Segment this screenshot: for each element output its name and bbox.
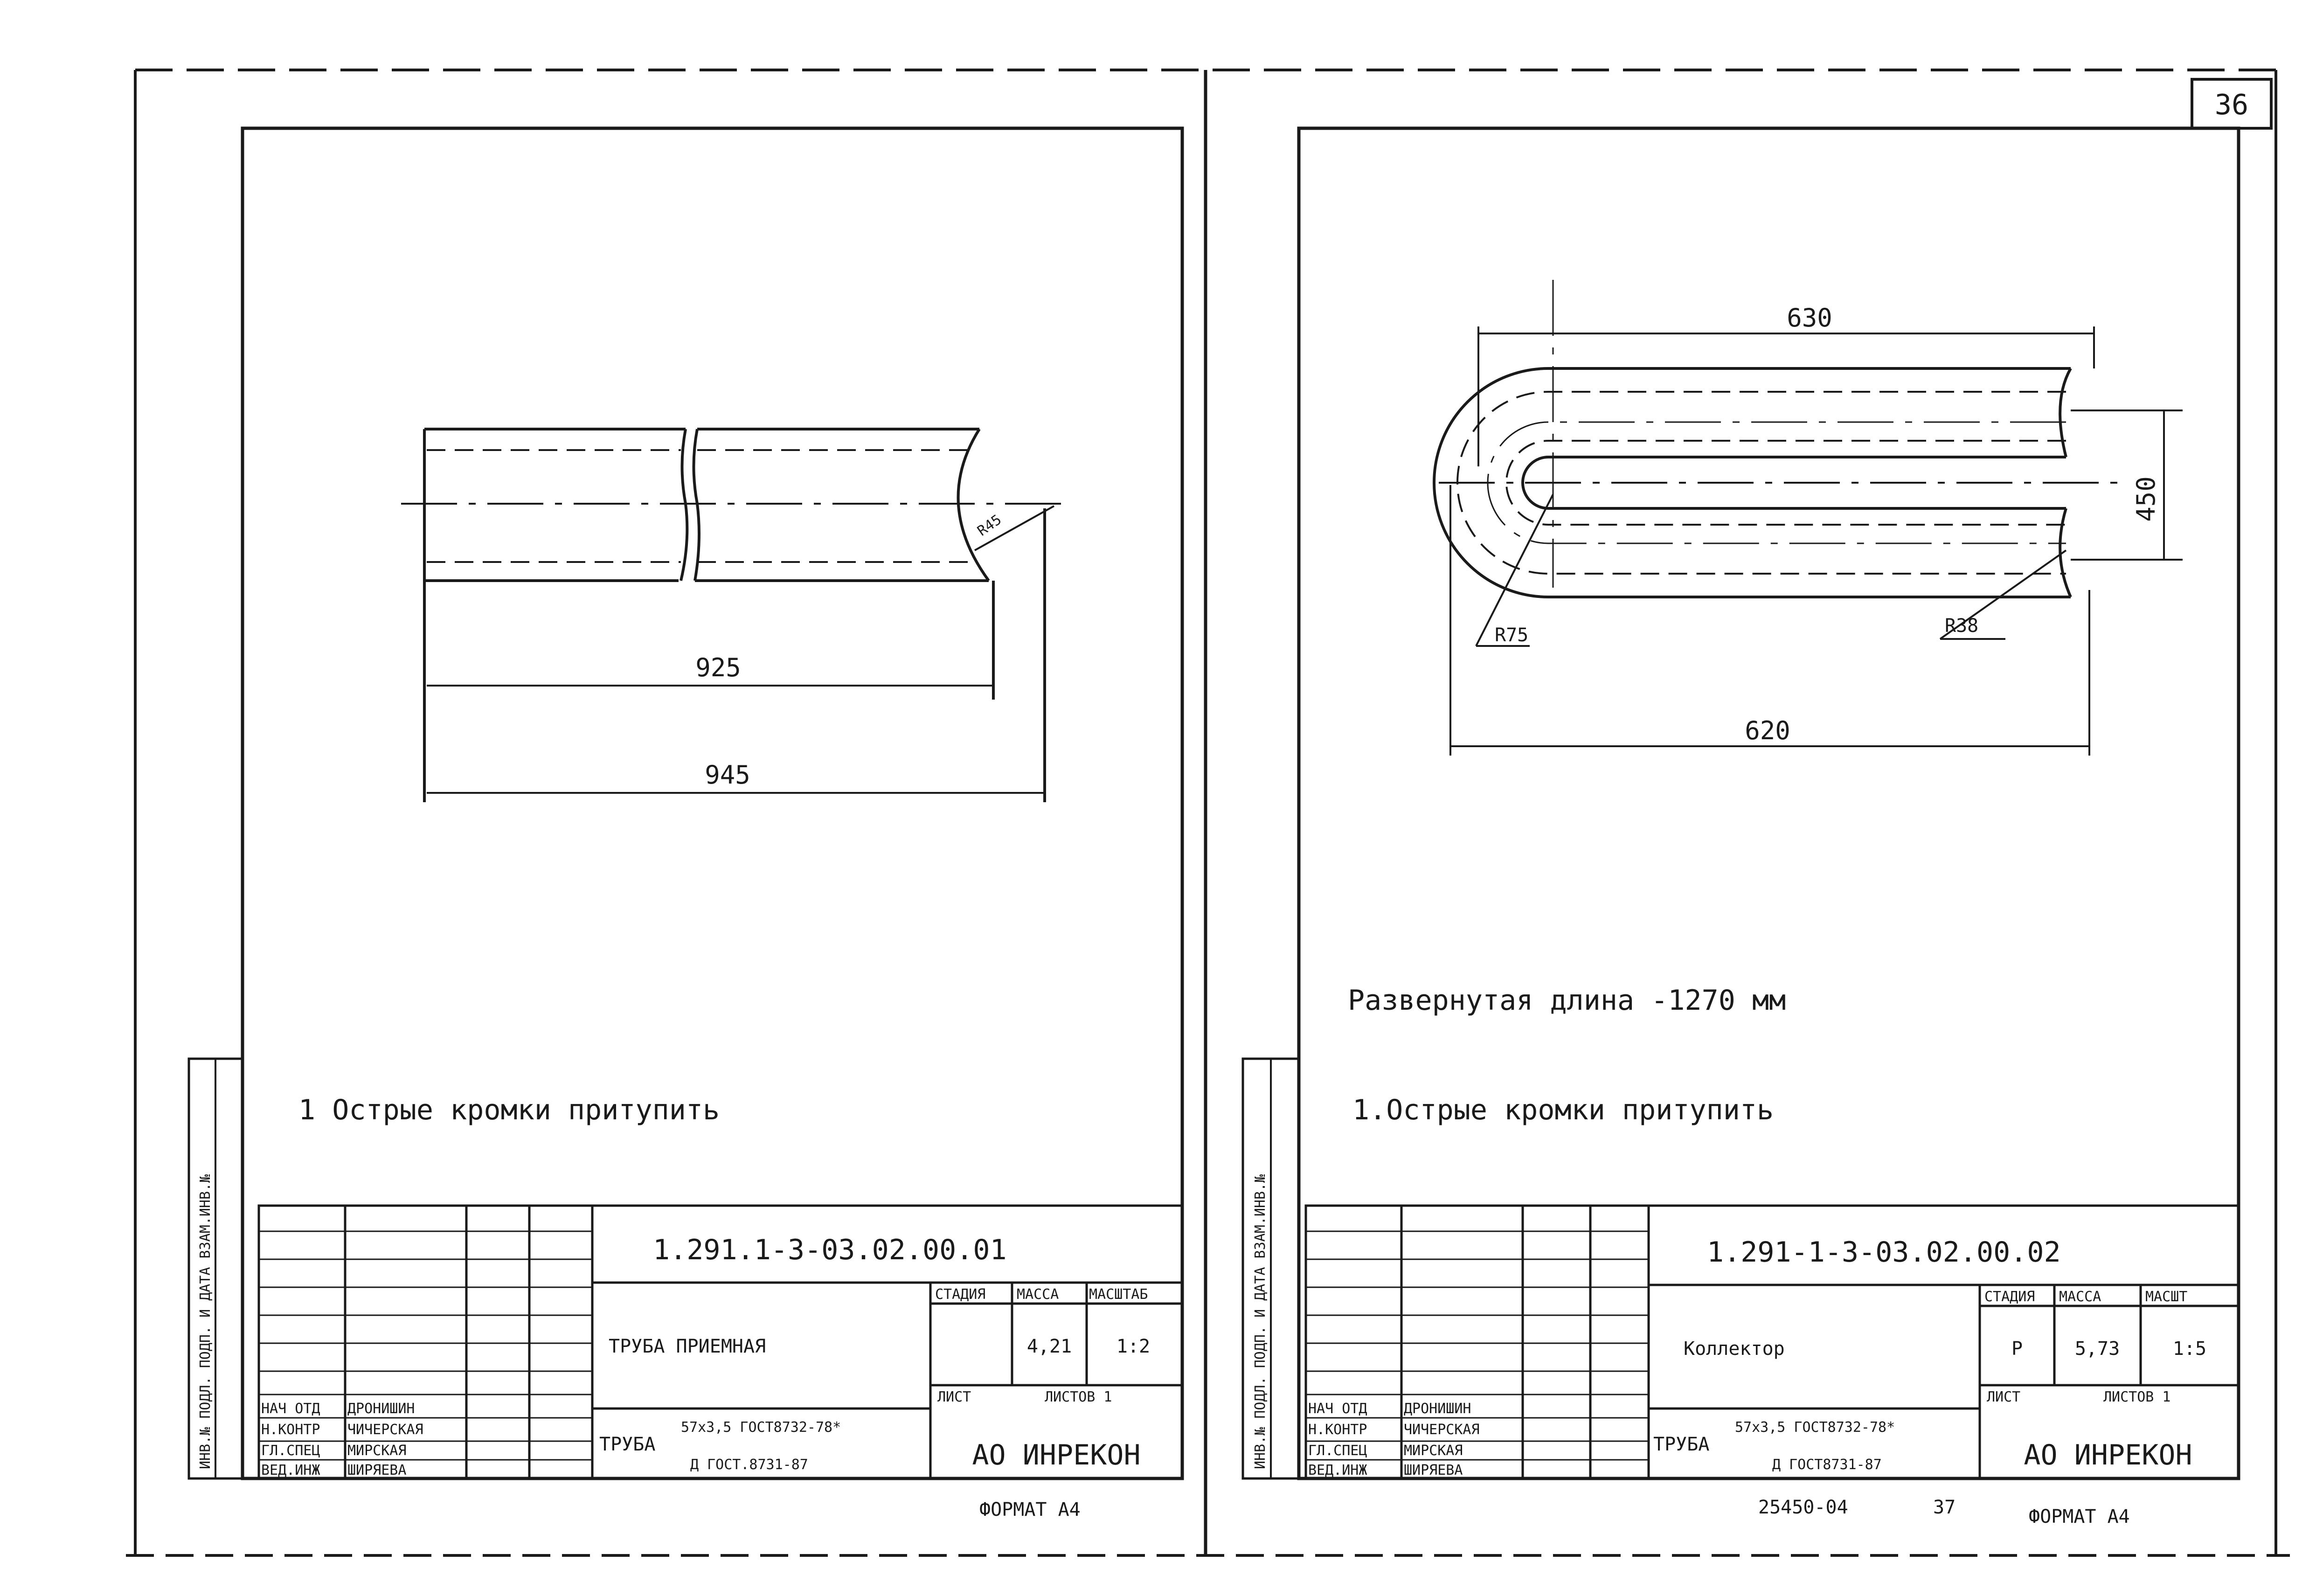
left-pipe-drawing bbox=[401, 428, 1068, 802]
left-material-line1: 57х3,5 ГОСТ8732-78* bbox=[681, 1419, 841, 1436]
right-side-stamp: ИНВ.№ ПОДЛ. ПОДП. И ДАТА ВЗАМ.ИНВ.№ bbox=[1241, 1057, 1300, 1480]
left-mass-header: МАССА bbox=[1017, 1286, 1059, 1303]
right-staff-role: ГЛ.СПЕЦ bbox=[1308, 1443, 1367, 1459]
left-sheets-label: ЛИСТОВ 1 bbox=[1045, 1389, 1112, 1405]
left-side-stamp: ИНВ.№ ПОДЛ. ПОДП. И ДАТА ВЗАМ.ИНВ.№ bbox=[187, 1057, 244, 1480]
right-mass: 5,73 bbox=[2075, 1338, 2120, 1360]
right-frame bbox=[1297, 126, 2240, 1480]
right-staff-name: ШИРЯЕВА bbox=[1404, 1462, 1463, 1478]
left-sheet: ИНВ.№ ПОДЛ. ПОДП. И ДАТА ВЗАМ.ИНВ.№ 925 … bbox=[187, 126, 1184, 1520]
left-staff-role: ВЕД.ИНЖ bbox=[261, 1462, 320, 1478]
left-format: ФОРМАТ А4 bbox=[979, 1499, 1081, 1520]
left-title-block bbox=[257, 1204, 1184, 1480]
outer-border bbox=[126, 69, 2290, 1557]
right-staff-role: Н.КОНТР bbox=[1308, 1422, 1367, 1438]
right-sheet-label: ЛИСТ bbox=[1987, 1389, 2020, 1405]
right-scale-header: МАСШТ bbox=[2145, 1289, 2187, 1305]
right-title-block bbox=[1304, 1204, 2240, 1480]
right-dim-r75: R75 bbox=[1495, 625, 1528, 646]
right-dim-620: 620 bbox=[1745, 716, 1790, 745]
right-part-name: Коллектор bbox=[1684, 1338, 1785, 1360]
right-scale: 1:5 bbox=[2173, 1338, 2206, 1360]
left-sheet-label: ЛИСТ bbox=[937, 1389, 971, 1405]
right-staff-name: МИРСКАЯ bbox=[1404, 1443, 1463, 1459]
right-material-line2: Д ГОСТ8731-87 bbox=[1772, 1457, 1882, 1473]
archive-number: 25450-04 bbox=[1758, 1497, 1848, 1518]
right-sheets-label: ЛИСТОВ 1 bbox=[2103, 1389, 2171, 1405]
left-scale-header: МАСШТАБ bbox=[1089, 1286, 1148, 1303]
right-material-line1: 57х3,5 ГОСТ8732-78* bbox=[1735, 1419, 1895, 1436]
left-frame bbox=[241, 126, 1184, 1480]
left-side-stamp-text: ИНВ.№ ПОДЛ. ПОДП. И ДАТА ВЗАМ.ИНВ.№ bbox=[197, 1174, 214, 1469]
right-staff-name: ДРОНИШИН bbox=[1404, 1401, 1471, 1417]
right-material-label: ТРУБА bbox=[1653, 1434, 1709, 1455]
page-number: 37 bbox=[1933, 1497, 1955, 1518]
left-mass: 4,21 bbox=[1027, 1336, 1072, 1357]
left-staff-role: Н.КОНТР bbox=[261, 1422, 320, 1438]
left-staff-name: ШИРЯЕВА bbox=[347, 1462, 406, 1478]
right-staff-role: НАЧ ОТД bbox=[1308, 1401, 1367, 1417]
right-company: АО ИНРЕКОН bbox=[2024, 1439, 2192, 1471]
sheet-number: 36 bbox=[2215, 89, 2248, 121]
right-designation: 1.291-1-3-03.02.00.02 bbox=[1707, 1236, 2061, 1269]
left-staff-name: ДРОНИШИН bbox=[347, 1401, 415, 1417]
left-designation: 1.291.1-3-03.02.00.01 bbox=[653, 1234, 1007, 1266]
left-note: 1 Острые кромки притупить bbox=[298, 1094, 720, 1126]
right-dim-450: 450 bbox=[2131, 476, 2161, 522]
left-material-label: ТРУБА bbox=[599, 1434, 655, 1455]
right-mass-header: МАССА bbox=[2059, 1289, 2101, 1305]
right-collector-drawing bbox=[1433, 280, 2183, 756]
right-staff-name: ЧИЧЕРСКАЯ bbox=[1404, 1422, 1480, 1438]
left-part-name: ТРУБА ПРИЕМНАЯ bbox=[609, 1336, 766, 1357]
right-staff: НАЧ ОТД ДРОНИШИН Н.КОНТР ЧИЧЕРСКАЯ ГЛ.СП… bbox=[1308, 1401, 1480, 1478]
right-format: ФОРМАТ А4 bbox=[2029, 1506, 2130, 1527]
right-dim-r38: R38 bbox=[1945, 615, 1978, 637]
left-scale: 1:2 bbox=[1116, 1336, 1150, 1357]
right-developed-length: Развернутая длина -1270 мм bbox=[1348, 984, 1786, 1017]
right-note: 1.Острые кромки притупить bbox=[1352, 1094, 1774, 1126]
sheet-number-box: 36 bbox=[2191, 78, 2273, 130]
right-dim-630: 630 bbox=[1787, 303, 1832, 333]
left-staff-role: НАЧ ОТД bbox=[261, 1401, 320, 1417]
left-dim-925: 925 bbox=[695, 653, 741, 682]
left-company: АО ИНРЕКОН bbox=[972, 1439, 1140, 1471]
left-material-line2: Д ГОСТ.8731-87 bbox=[690, 1457, 808, 1473]
left-staff: НАЧ ОТД ДРОНИШИН Н.КОНТР ЧИЧЕРСКАЯ ГЛ.СП… bbox=[261, 1401, 423, 1478]
right-staff-role: ВЕД.ИНЖ bbox=[1308, 1462, 1367, 1478]
left-staff-name: МИРСКАЯ bbox=[347, 1443, 406, 1459]
right-sheet: ИНВ.№ ПОДЛ. ПОДП. И ДАТА ВЗАМ.ИНВ.№ bbox=[1241, 126, 2240, 1527]
left-stage-header: СТАДИЯ bbox=[935, 1286, 985, 1303]
left-dim-945: 945 bbox=[705, 760, 750, 790]
left-staff-name: ЧИЧЕРСКАЯ bbox=[347, 1422, 423, 1438]
left-staff-role: ГЛ.СПЕЦ bbox=[261, 1443, 320, 1459]
right-stage-header: СТАДИЯ bbox=[1984, 1289, 2035, 1305]
right-stage: Р bbox=[2011, 1338, 2023, 1360]
right-side-stamp-text: ИНВ.№ ПОДЛ. ПОДП. И ДАТА ВЗАМ.ИНВ.№ bbox=[1252, 1174, 1269, 1469]
